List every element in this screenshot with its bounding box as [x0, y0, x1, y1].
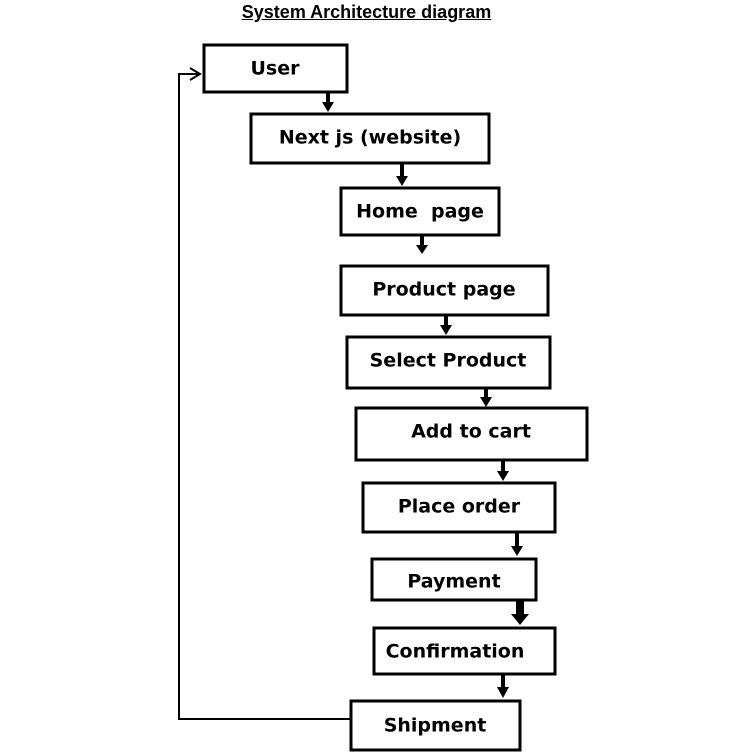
node-home-page-label: Home page — [356, 201, 484, 223]
node-add-to-cart-label: Add to cart — [411, 421, 531, 443]
node-place-order: Place order — [361, 481, 557, 534]
node-place-order-label: Place order — [398, 496, 521, 518]
node-product-page: Product page — [339, 264, 550, 317]
node-select-product: Select Product — [345, 335, 552, 390]
diagram-title: System Architecture diagram — [241, 2, 492, 22]
node-payment: Payment — [370, 557, 538, 602]
arrow-home-to-product — [416, 236, 428, 254]
arrow-select-to-cart — [480, 389, 492, 407]
arrow-order-to-payment — [511, 533, 523, 556]
node-add-to-cart: Add to cart — [354, 406, 589, 462]
node-shipment: Shipment — [349, 699, 522, 752]
arrow-user-to-nextjs — [322, 93, 334, 112]
node-home-page: Home page — [339, 186, 501, 237]
node-confirmation-label: Confirmation — [386, 641, 525, 663]
node-shipment-label: Shipment — [384, 715, 487, 737]
arrow-payment-to-confirm — [511, 601, 529, 625]
arrow-nextjs-to-home — [396, 164, 408, 186]
arrow-confirm-to-shipment — [497, 675, 509, 698]
node-select-product-label: Select Product — [370, 350, 527, 372]
node-confirmation: Confirmation — [372, 626, 557, 676]
arrow-cart-to-order — [497, 461, 509, 481]
node-user: User — [202, 43, 349, 94]
node-nextjs-label: Next js (website) — [279, 127, 461, 149]
node-product-page-label: Product page — [372, 279, 515, 301]
feedback-loop-connector — [178, 67, 351, 720]
node-user-label: User — [251, 58, 301, 80]
node-payment-label: Payment — [407, 571, 500, 593]
arrow-product-to-select — [440, 316, 452, 335]
node-nextjs: Next js (website) — [249, 112, 491, 165]
